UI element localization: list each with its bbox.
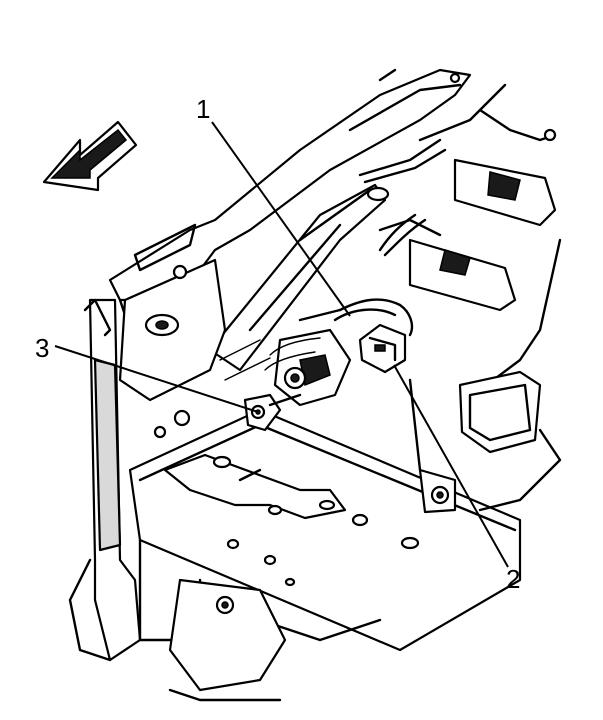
detail-lines — [219, 68, 461, 482]
callout-3: 3 — [35, 333, 49, 363]
direction-arrow-icon — [42, 120, 138, 192]
cylinder-tube — [208, 183, 390, 372]
leader-line-3 — [54, 345, 259, 413]
leader-line-1 — [211, 121, 351, 317]
wiring-harness — [264, 138, 447, 407]
leader-line-2 — [393, 364, 509, 568]
left-post — [68, 298, 142, 662]
upper-connector-b — [378, 218, 517, 312]
lower-bracket — [168, 578, 287, 702]
left-bracket — [118, 258, 227, 439]
electrical-connector — [358, 323, 407, 374]
callout-2: 2 — [506, 564, 520, 594]
upper-connector-a — [418, 83, 557, 227]
right-panel — [408, 238, 562, 514]
callout-1: 1 — [196, 94, 210, 124]
